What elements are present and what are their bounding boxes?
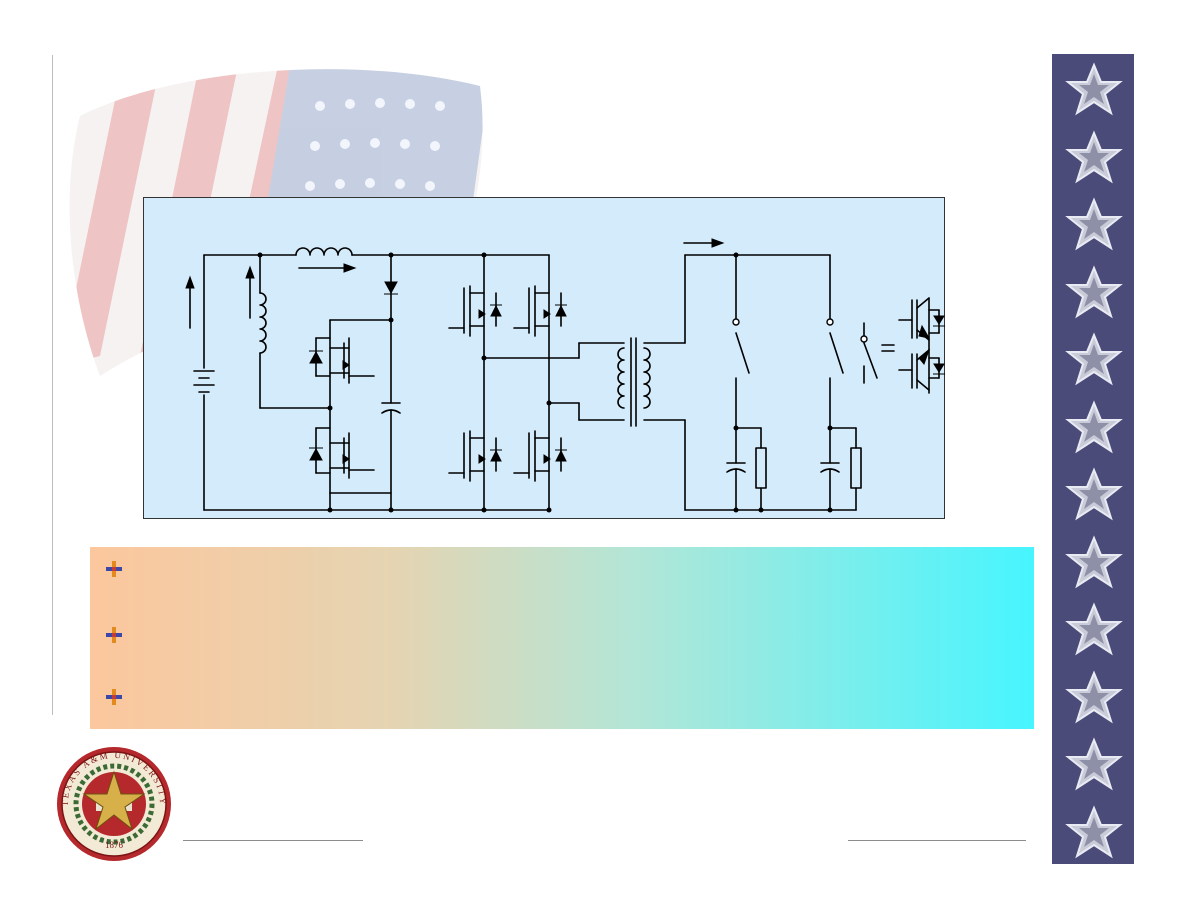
bullet-cross-icon: [106, 627, 122, 643]
svg-text:1876: 1876: [105, 840, 124, 850]
star-strip: [1052, 54, 1134, 864]
star-icon: [1065, 399, 1123, 453]
star-icon: [1065, 467, 1123, 521]
footer-rule-left: [183, 840, 363, 841]
power-converter-circuit-icon: [185, 238, 945, 513]
star-icon: [1065, 62, 1123, 116]
bullet-cross-icon: [106, 689, 122, 705]
star-icon: [1065, 264, 1123, 318]
university-seal-logo: TEXAS A&M UNIVERSITY 1876: [57, 747, 171, 861]
star-icon: [1065, 737, 1123, 791]
star-icon: [1065, 129, 1123, 183]
left-border-line: [52, 55, 53, 715]
star-icon: [1065, 602, 1123, 656]
star-icon: [1065, 534, 1123, 588]
star-icon: [1065, 197, 1123, 251]
star-icon: [1065, 669, 1123, 723]
circuit-diagram-panel: [143, 197, 945, 519]
bullet-box: [90, 547, 1034, 729]
footer-rule-right: [848, 840, 1026, 841]
bullet-cross-icon: [106, 561, 122, 577]
star-icon: [1065, 332, 1123, 386]
star-icon: [1065, 804, 1123, 858]
